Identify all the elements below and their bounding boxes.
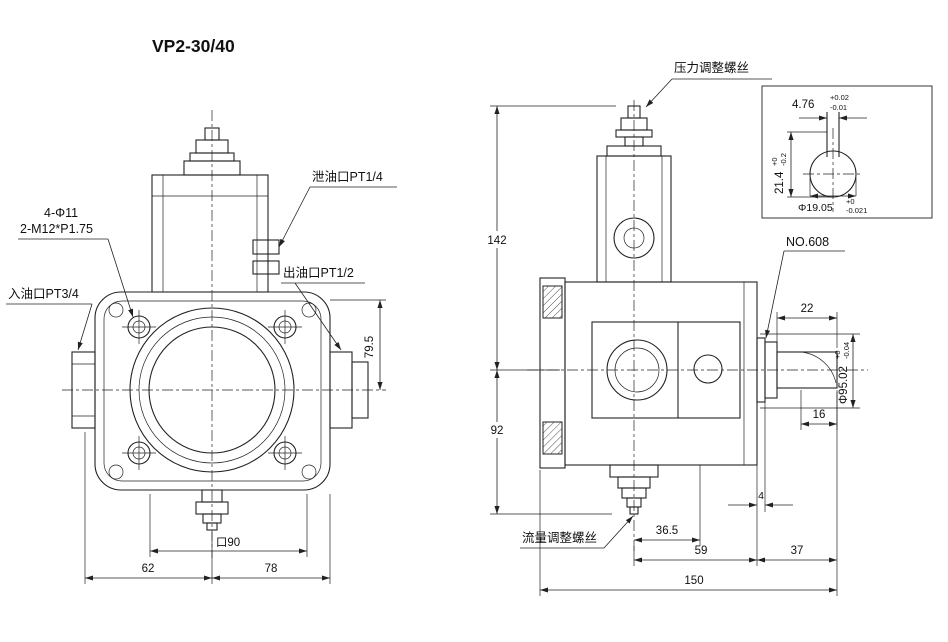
upper-valve-body <box>151 174 269 293</box>
dim-shaft-dia-tol-low: -0.021 <box>846 206 867 215</box>
bolt-hole-bottom-left <box>122 436 156 470</box>
seal-section-top <box>542 285 563 319</box>
label-corner-holes: 4-Φ11 <box>44 206 78 220</box>
dim-59: 59 <box>695 545 708 557</box>
bolt-hole-top-left <box>122 310 156 344</box>
label-outlet-port: 出油口PT1/2 <box>283 266 354 280</box>
dim-150: 150 <box>684 575 703 587</box>
side-view-dimension-lines <box>481 105 860 596</box>
front-view-dimension-lines <box>84 299 386 584</box>
label-inlet-port: 入油口PT3/4 <box>8 287 79 301</box>
dim-142: 142 <box>487 235 506 247</box>
bolt-hole-top-right <box>268 310 302 344</box>
dim-key-height: 21.4 <box>774 171 786 194</box>
dim-shaft-dia: Φ19.05 <box>798 202 833 214</box>
corner-hole <box>108 464 124 480</box>
label-thread-holes: 2-M12*P1.75 <box>20 222 93 236</box>
dim-spigot-tol-up: +0 <box>833 350 842 359</box>
front-view-centerlines <box>62 110 386 558</box>
mounting-face <box>539 277 566 469</box>
cartridge <box>591 321 741 419</box>
dim-37: 37 <box>791 545 804 557</box>
gauge-port-boss <box>613 217 655 259</box>
label-bearing-no: NO.608 <box>786 235 829 249</box>
corner-hole <box>108 302 124 318</box>
bolt-hole-bottom-right <box>268 436 302 470</box>
dim-key-height-tol-low: -0.2 <box>779 153 788 166</box>
inlet-port-boss <box>71 351 96 429</box>
drive-shaft <box>776 351 838 389</box>
dim-key-width-tol-up: +0.02 <box>830 93 849 102</box>
pump-bore-outer <box>129 307 295 473</box>
dim-22: 22 <box>801 303 814 315</box>
dim-16: 16 <box>813 409 826 421</box>
seal-section-bottom <box>542 421 563 455</box>
dim-shaft-dia-tol-up: +0 <box>846 197 855 206</box>
dim-spigot-tol-low: -0.04 <box>842 342 851 359</box>
shaft-detail-view: 4.76 +0.02 -0.01 21.4 +0 -0.2 Φ19.05 +0 … <box>761 85 933 219</box>
main-body-side <box>564 281 758 466</box>
dim-36-5: 36.5 <box>656 525 678 537</box>
side-pump-body <box>539 105 838 515</box>
shaft-key-arc <box>800 351 837 384</box>
front-pump-body <box>71 127 369 531</box>
front-view: 4-Φ11 2-M12*P1.75 入油口PT3/4 泄油口PT1/4 出油口P… <box>6 110 397 584</box>
dim-62: 62 <box>142 563 155 575</box>
label-drain-port: 泄油口PT1/4 <box>312 170 383 184</box>
dim-78: 78 <box>265 563 278 575</box>
label-pressure-screw: 压力调整螺丝 <box>674 60 749 75</box>
side-view-leaders <box>520 78 845 549</box>
front-view-leaders <box>6 186 397 351</box>
dim-79-5: 79.5 <box>364 336 376 358</box>
dim-92: 92 <box>491 425 504 437</box>
dim-key-height-tol-up: +0 <box>770 157 779 166</box>
dim-spigot-dia: Φ95.02 <box>838 366 850 404</box>
corner-hole <box>301 464 317 480</box>
label-flow-screw: 流量调整螺丝 <box>522 530 597 545</box>
dim-4: 4 <box>758 490 764 502</box>
side-view: 压力调整螺丝 流量调整螺丝 NO.608 142 92 22 16 4 36.5… <box>481 60 868 596</box>
dim-key-width-tol-low: -0.01 <box>830 103 847 112</box>
dim-square-90: 口90 <box>216 537 240 549</box>
dim-key-width: 4.76 <box>792 99 814 111</box>
page-title: VP2-30/40 <box>152 36 235 56</box>
side-view-centerlines <box>527 100 868 554</box>
